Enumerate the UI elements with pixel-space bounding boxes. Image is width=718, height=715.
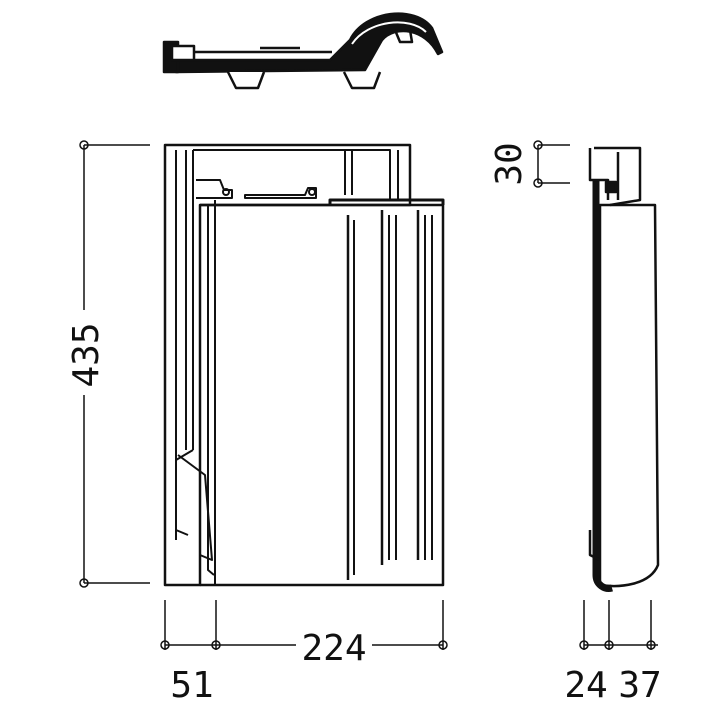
tile-front-view	[163, 143, 445, 587]
dimension-thickness-a-label: 24	[564, 665, 607, 706]
dimension-lug-offset	[533, 140, 570, 188]
dimension-thickness	[579, 600, 658, 650]
dimension-widths	[160, 600, 448, 650]
tile-side-view	[588, 146, 660, 592]
dimension-height	[79, 140, 150, 588]
tile-profile-top-view	[162, 12, 444, 90]
dimension-width-cover-label: 224	[301, 628, 366, 669]
dimension-thickness-b-label: 37	[618, 665, 661, 706]
dimension-height-label: 435	[66, 322, 107, 387]
dimension-width-side-label: 51	[170, 665, 213, 706]
dimension-lug-offset-label: 30	[489, 142, 530, 185]
